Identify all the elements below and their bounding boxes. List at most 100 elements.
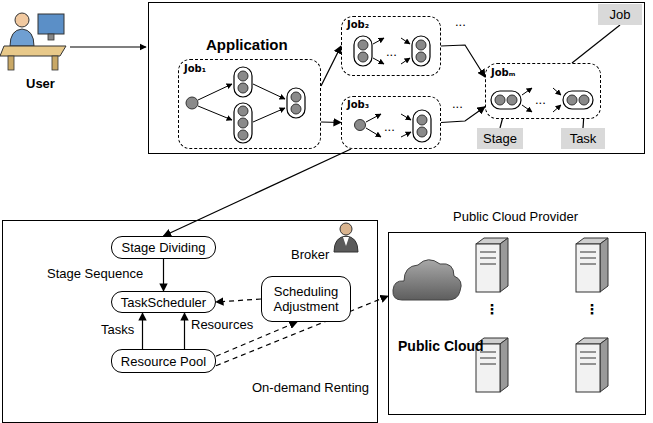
server-icon xyxy=(576,338,608,392)
job-group: Job₁ xyxy=(178,59,321,149)
user-icon xyxy=(8,56,14,70)
job-stages xyxy=(491,91,593,109)
job-stages xyxy=(417,127,427,137)
server-icon xyxy=(480,258,496,259)
user-icon xyxy=(52,56,58,70)
task-arrows xyxy=(553,88,561,95)
node-text: Job xyxy=(610,7,631,22)
ellipsis: ... xyxy=(452,96,463,111)
server-icon xyxy=(500,238,508,292)
job-stages xyxy=(416,52,426,62)
node-text: Stage xyxy=(483,131,517,146)
task-arrows xyxy=(553,105,561,112)
connector xyxy=(582,119,584,128)
job-group: Jobₘ xyxy=(485,63,601,119)
broker-icon xyxy=(343,237,349,246)
ellipsis: ... xyxy=(384,119,395,134)
job-stages xyxy=(495,95,505,105)
job-stages xyxy=(491,91,521,109)
job-stages xyxy=(186,97,198,109)
connector xyxy=(216,299,261,302)
server-icon xyxy=(476,244,500,292)
task-arrows xyxy=(522,105,532,112)
server-icon xyxy=(580,358,596,359)
task-arrows xyxy=(373,58,384,64)
task-arrows xyxy=(366,114,411,137)
job-stages xyxy=(413,110,431,142)
job-stages xyxy=(291,104,301,114)
job-stages xyxy=(567,95,577,105)
node-text: TaskScheduler xyxy=(121,295,206,310)
node-text: Job₁ xyxy=(184,63,206,74)
job-stages xyxy=(238,130,248,140)
task-arrows xyxy=(373,38,410,64)
cloud-label: Public Cloud xyxy=(398,338,484,354)
job-stages xyxy=(355,110,432,142)
server-icon xyxy=(480,264,496,265)
task-arrows xyxy=(522,88,561,112)
job-stages xyxy=(354,36,372,66)
server-icon xyxy=(480,358,496,359)
job-stages xyxy=(579,95,589,105)
connector xyxy=(321,121,341,123)
broker-icon xyxy=(334,236,358,252)
connector xyxy=(441,107,485,123)
server-icon xyxy=(580,364,596,365)
node-text: Jobₘ xyxy=(491,67,515,78)
job-stages xyxy=(417,115,427,125)
process-box: Resource Pool xyxy=(111,349,216,373)
job-stages xyxy=(507,95,517,105)
task-arrows xyxy=(522,88,532,95)
server-icon xyxy=(580,258,596,259)
job-stages xyxy=(238,106,248,116)
server-icon xyxy=(576,238,608,292)
ellipsis: ⋮ xyxy=(485,301,499,317)
job-stages xyxy=(238,71,248,81)
job-stages xyxy=(234,103,252,143)
ellipsis: ... xyxy=(386,44,397,59)
ellipsis: ... xyxy=(535,92,546,107)
task-arrows xyxy=(373,38,384,44)
server-icon xyxy=(500,338,508,392)
legend-tag: Stage xyxy=(477,128,523,149)
connector xyxy=(500,119,502,128)
server-icon xyxy=(576,244,600,292)
edge-label: Tasks xyxy=(99,322,136,337)
edge-label: Resources xyxy=(189,317,255,332)
user-icon xyxy=(38,14,64,34)
node-text: Application xyxy=(206,36,288,53)
connector xyxy=(184,313,185,349)
server-icon xyxy=(476,238,508,292)
ellipsis: ⋮ xyxy=(585,301,599,317)
server-icon xyxy=(580,352,596,353)
process-box: Stage Dividing xyxy=(111,236,216,259)
job-stages xyxy=(238,83,248,93)
edge-label: Stage Sequence xyxy=(45,266,145,281)
server-icon xyxy=(600,338,608,392)
job-stages xyxy=(291,92,301,102)
task-arrows xyxy=(198,84,285,122)
server-icon xyxy=(480,364,496,365)
task-arrows xyxy=(366,128,381,137)
connector xyxy=(441,45,485,77)
server-icon xyxy=(576,344,600,392)
node-text: Broker xyxy=(291,247,329,262)
job-stages xyxy=(186,67,305,143)
task-arrows xyxy=(401,58,410,64)
task-arrows xyxy=(366,114,381,122)
edge-label: On-demand Renting xyxy=(250,380,371,395)
task-arrows xyxy=(401,38,410,44)
connector xyxy=(321,46,341,86)
broker-icon xyxy=(340,223,352,235)
job-stages xyxy=(287,88,305,118)
node-text: Scheduling Adjustment xyxy=(262,284,350,314)
legend-tag: Task xyxy=(561,128,605,149)
job-stages xyxy=(238,118,248,128)
task-arrows xyxy=(253,84,285,99)
job-stages xyxy=(358,40,368,50)
job-stages xyxy=(412,36,430,66)
user-icon xyxy=(0,13,66,70)
job-stages xyxy=(563,91,593,109)
cloud-icon xyxy=(393,260,461,300)
